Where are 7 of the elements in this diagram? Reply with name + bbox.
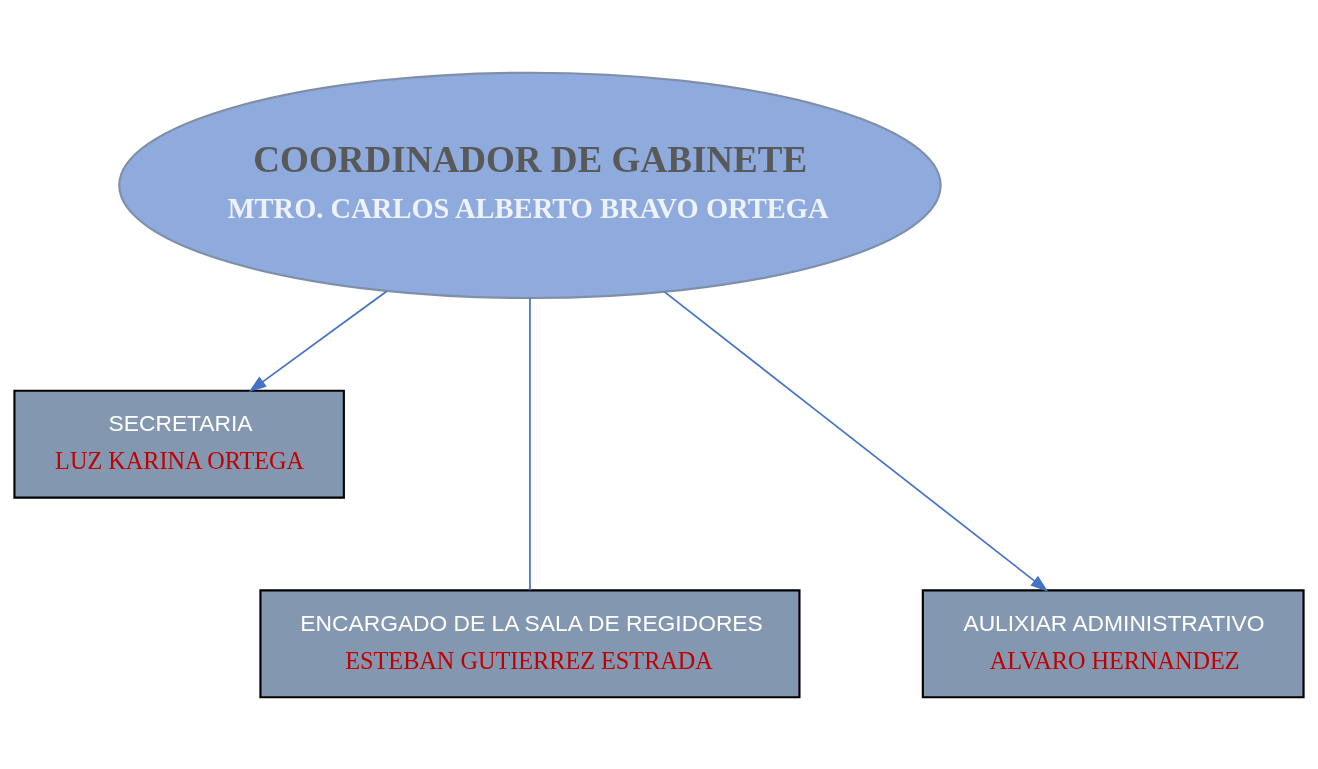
node-box: SECRETARIA LUZ KARINA ORTEGA bbox=[13, 389, 345, 499]
node-ellipse: COORDINADOR DE GABINETE MTRO. CARLOS ALBERTO BRAVO ORTEGA bbox=[118, 71, 942, 299]
node-box: AULIXIAR ADMINISTRATIVO ALVARO HERNANDEZ bbox=[921, 588, 1305, 698]
arrow bbox=[663, 290, 1049, 592]
arrow bbox=[248, 289, 388, 392]
connector bbox=[529, 296, 531, 591]
node-box: ENCARGADO DE LA SALA DE REGIDORES ESTEBAN GUTIERREZ ESTRADA bbox=[259, 588, 801, 698]
